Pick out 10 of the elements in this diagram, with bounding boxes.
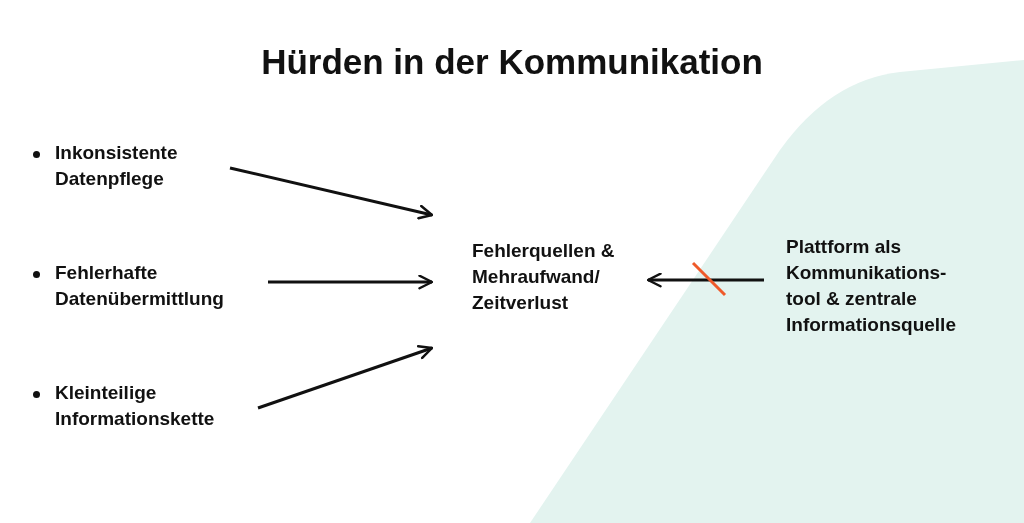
node-label: Fehlerhafte Datenübermittlung xyxy=(55,261,225,311)
node-label: Fehlerquellen & Mehraufwand/ Zeitverlust xyxy=(472,239,616,315)
arrow xyxy=(229,166,434,220)
node-label: Inkonsistente Datenpflege xyxy=(55,141,179,191)
title: Hürden in der Kommunikation xyxy=(260,41,764,83)
arrow xyxy=(646,272,764,288)
arrow xyxy=(257,344,434,410)
node-label: Kleinteilige Informationskette xyxy=(55,381,216,431)
node-label: Plattform als Kommunikations- tool & zentrale Informationsquelle xyxy=(786,235,957,337)
arrow xyxy=(268,274,434,290)
